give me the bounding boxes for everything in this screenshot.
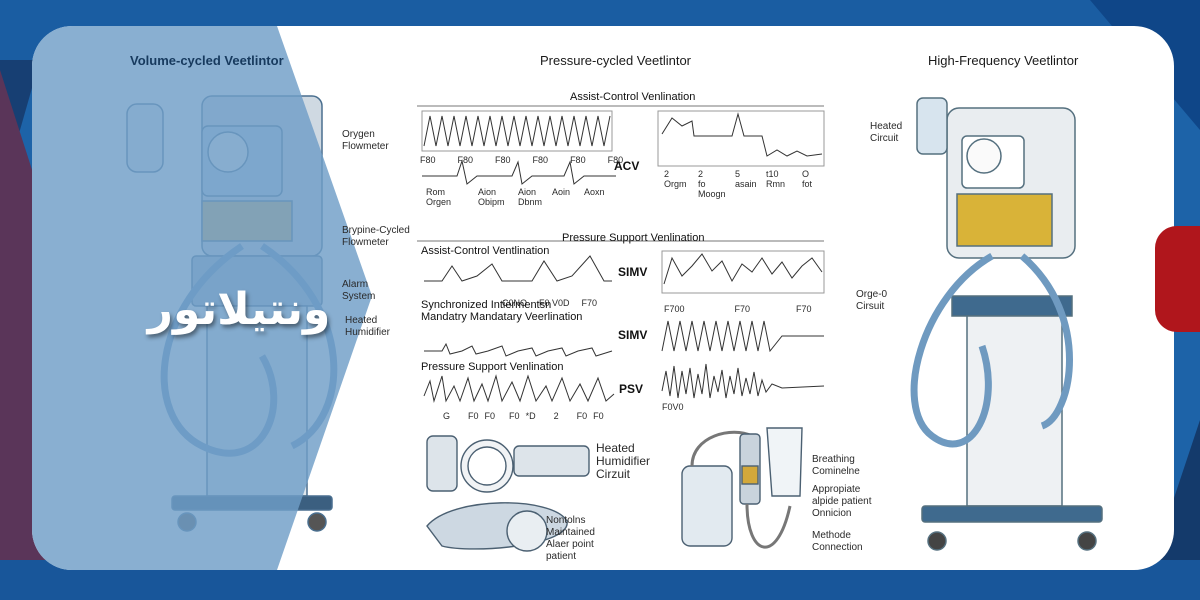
psv-tick-8: F0 xyxy=(593,411,604,421)
psv-wave xyxy=(423,374,615,403)
acv-tag: ACV xyxy=(614,159,640,173)
simv-row1-tick-2: F0 V0D xyxy=(539,298,570,308)
psv-row-label: Pressure Support Venlination xyxy=(421,361,564,373)
simv-row1-right-tick-3: F70 xyxy=(796,304,812,314)
psv-tag: PSV xyxy=(619,382,644,396)
acv-right-tick-1: 2 Orgm xyxy=(664,169,687,189)
acv-right-tick-5: O fot xyxy=(802,169,813,189)
acv-right-tick-2: 2 fo Moogn xyxy=(698,169,726,199)
psv-tick-2: F0 xyxy=(468,411,479,421)
red-tab-decoration xyxy=(1155,226,1200,332)
left-label-1: Orygen Flowmeter xyxy=(342,129,389,152)
simv-row1-tick-1: C0NO xyxy=(502,298,528,308)
right-label-1: Heated Circuit xyxy=(870,121,903,144)
section-psv-title: Pressure Support Venlination xyxy=(562,232,705,244)
simv-row1-right-tick-1: F700 xyxy=(664,304,685,314)
left-label-3: Alarm System xyxy=(342,279,376,302)
simv-right-wave-2 xyxy=(661,320,824,353)
acv-top-tick-3: F80 xyxy=(495,155,511,165)
acv-top-tick-2: F80 xyxy=(457,155,474,165)
left-label-4: Heated Humidifier xyxy=(345,315,391,338)
simv-right-wave-1 xyxy=(663,253,823,285)
breathing-label: Breathing Cominelne xyxy=(812,454,860,477)
right-title: High-Frequency Veetlintor xyxy=(928,53,1079,68)
acv-right-tick-4: t10 Rmn xyxy=(766,169,786,189)
psv-right-tick: F0V0 xyxy=(662,402,684,412)
acv-bottom-3: Aion Dbnm xyxy=(518,187,543,207)
simv-row1-ticks: C0NO F0 V0D F70 xyxy=(502,288,622,308)
psv-tick-5: *D xyxy=(525,411,536,421)
psv-row-ticks: G F0 F0 F0 *D 2 F0 F0 xyxy=(443,401,623,421)
acv-top-tick-1: F80 xyxy=(420,155,436,165)
simv-row2-label: Synchronized Intiermentsn Mandatry Manda… xyxy=(421,299,583,323)
acv-right-tick-3: 5 asain xyxy=(735,169,757,189)
acv-top-tick-4: F80 xyxy=(532,155,549,165)
acv-bottom-5: Aoxn xyxy=(584,187,605,197)
psv-tick-4: F0 xyxy=(509,411,520,421)
left-title: Volume-cycled Veetlintor xyxy=(130,53,284,68)
psv-right-wave xyxy=(661,363,825,399)
acv-top-tick-5: F80 xyxy=(570,155,586,165)
banner-title: ونتيلاتور xyxy=(147,284,331,335)
center-title: Pressure-cycled Veetlintor xyxy=(540,53,692,68)
psv-tick-7: F0 xyxy=(576,411,588,421)
psv-tick-6: 2 xyxy=(553,411,559,421)
simv-row1-right-tick-2: F70 xyxy=(734,304,751,314)
simv-row1-tick-3: F70 xyxy=(581,298,598,308)
section-acv-title: Assist-Control Venlination xyxy=(570,91,696,103)
heated-humidifier-label: Heated Humidifier Cirzuit xyxy=(596,441,651,481)
simv-row2-tag: SIMV xyxy=(618,328,648,342)
acv-top-tick-6: F80 xyxy=(607,155,624,165)
acv-bottom-4: Aoin xyxy=(552,187,571,197)
simv-row1-right-ticks: F700 F70 F70 xyxy=(664,294,824,314)
breathing-circuit-devices xyxy=(681,427,803,549)
simv-row1-label: Assist-Control Ventlination xyxy=(421,245,550,257)
acv-top-wave xyxy=(423,115,611,147)
acv-bottom-1: Rom Orgen xyxy=(426,187,452,207)
appropriate-label: Appropiate alpide patient Onnicion xyxy=(812,484,872,519)
acv-top-ticks: F80 F80 F80 F80 F80 F80 xyxy=(420,145,623,165)
psv-tick-1: G xyxy=(443,411,451,421)
right-label-2: Orge-0 Cirsuit xyxy=(856,289,888,312)
content-panel: Volume-cycled Veetlintor Orygen Flowmete… xyxy=(32,26,1174,570)
acv-bottom-2: Aion Obipm xyxy=(478,187,505,207)
psv-tick-3: F0 xyxy=(484,411,496,421)
simv-wave-2 xyxy=(424,342,613,357)
simv-row1-tag: SIMV xyxy=(618,265,648,279)
simv-wave-1 xyxy=(424,255,612,282)
maintained-patient-label: Nontolns Maintained Alaer point patient xyxy=(546,515,595,562)
methode-label: Methode Connection xyxy=(812,530,863,553)
high-frequency-ventilator-machine xyxy=(910,97,1103,551)
left-label-2: Brypine-Cycled Flowmeter xyxy=(342,225,410,248)
acv-right-wave xyxy=(661,112,823,157)
